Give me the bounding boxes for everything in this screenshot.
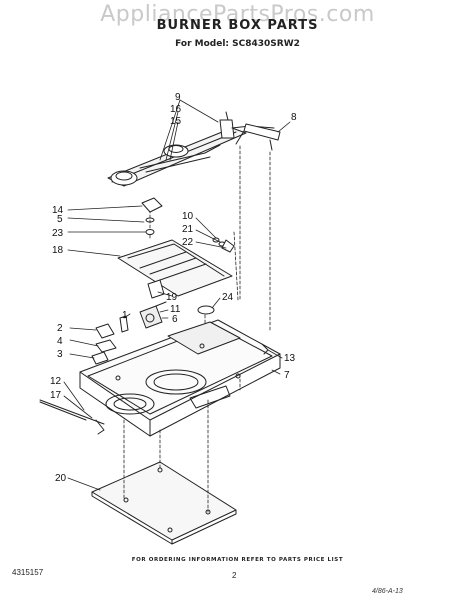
callout-9: 9 <box>175 92 181 103</box>
rod-12-17 <box>39 399 105 435</box>
valve-body <box>139 279 167 329</box>
page-number: 2 <box>232 571 237 580</box>
callout-1: 1 <box>122 310 128 321</box>
callout-22: 22 <box>182 237 194 248</box>
callout-12: 12 <box>50 376 62 387</box>
valve-fittings <box>212 237 235 253</box>
callout-23: 23 <box>52 228 64 239</box>
callout-5: 5 <box>57 214 63 225</box>
callout-labels: 9 16 15 8 14 5 23 18 10 21 22 19 24 11 6… <box>50 92 297 484</box>
callout-14: 14 <box>52 205 64 216</box>
handwritten-code: 4/86-A-13 <box>372 588 403 595</box>
callout-24: 24 <box>222 292 234 303</box>
clip-parts <box>91 315 129 365</box>
callout-18: 18 <box>52 245 64 256</box>
burner-bracket <box>235 123 281 151</box>
callout-13: 13 <box>284 353 296 364</box>
model-line: For Model: SC8430SRW2 <box>175 39 300 49</box>
ordering-note: FOR ORDERING INFORMATION REFER TO PARTS … <box>131 557 344 563</box>
callout-17: 17 <box>50 390 62 401</box>
callout-6: 6 <box>172 314 178 325</box>
callout-20: 20 <box>55 473 67 484</box>
burner-cap-14 <box>141 197 163 213</box>
burner-assembly <box>107 111 275 187</box>
bottom-panel-20 <box>91 461 237 545</box>
callout-15: 15 <box>170 116 182 127</box>
callout-7: 7 <box>284 370 290 381</box>
callout-16: 16 <box>170 104 182 115</box>
callout-19: 19 <box>166 292 178 303</box>
burner-plate-18 <box>117 239 233 297</box>
callout-2: 2 <box>57 323 63 334</box>
callout-8: 8 <box>291 112 297 123</box>
document-part-number: 4315157 <box>12 568 44 577</box>
page-title: BURNER BOX PARTS <box>156 18 319 33</box>
callout-11: 11 <box>170 304 181 315</box>
callout-4: 4 <box>57 336 63 347</box>
callout-21: 21 <box>182 224 194 235</box>
burner-box <box>79 319 281 437</box>
callout-10: 10 <box>182 211 194 222</box>
callout-3: 3 <box>57 349 63 360</box>
watermark: AppliancePartsPros.com <box>100 2 375 27</box>
part-24 <box>197 305 215 315</box>
